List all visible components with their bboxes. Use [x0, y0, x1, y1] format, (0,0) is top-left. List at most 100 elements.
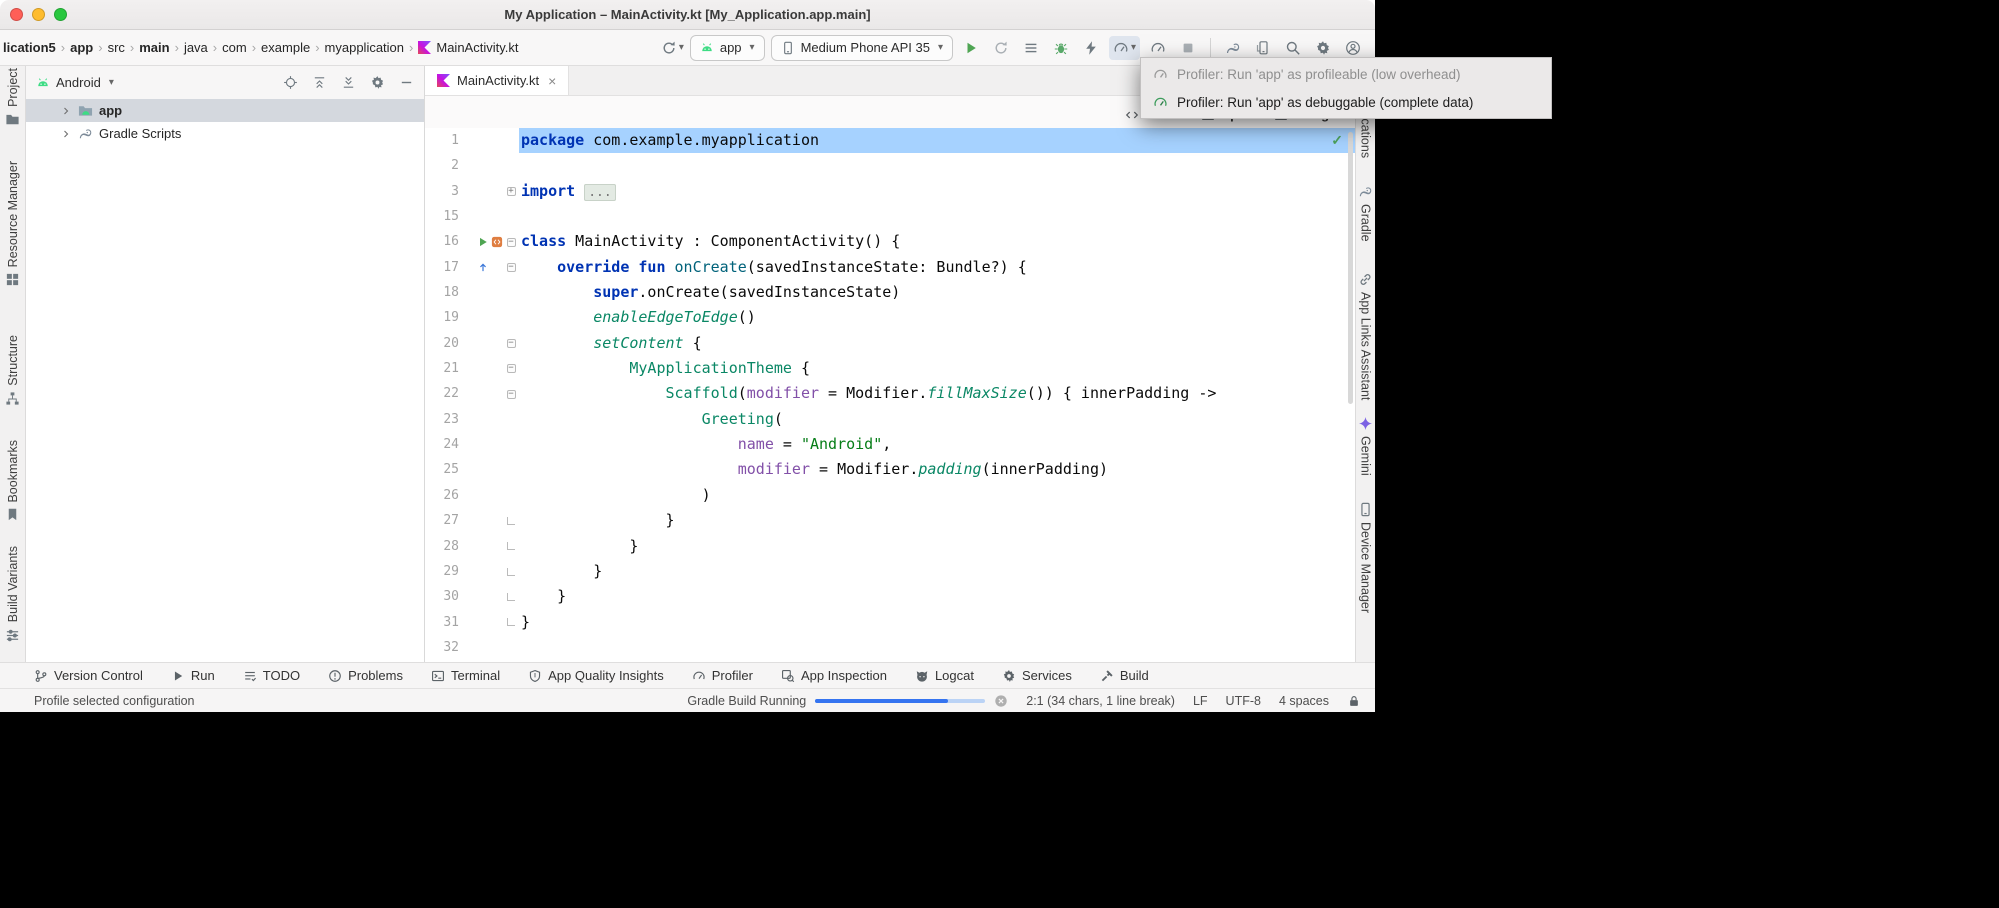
fold-end-icon[interactable]	[507, 516, 515, 525]
fold-toggle-icon[interactable]: −	[506, 261, 516, 272]
editor-scrollbar[interactable]	[1348, 132, 1353, 404]
tool-window-button-problems[interactable]: Problems	[328, 668, 403, 683]
indent-widget[interactable]: 4 spaces	[1278, 693, 1329, 708]
ide-settings-button[interactable]	[1311, 36, 1335, 60]
code-text[interactable]: name = "Android",	[737, 435, 892, 454]
run-button[interactable]	[959, 36, 983, 60]
override-gutter-icon[interactable]	[477, 261, 489, 273]
fold-toggle-icon[interactable]: −	[506, 363, 516, 374]
fold-toggle-icon[interactable]: −	[506, 388, 516, 399]
tool-window-button-todo[interactable]: TODO	[243, 668, 300, 683]
fold-toggle-icon[interactable]: −	[506, 337, 516, 348]
close-tab-icon[interactable]: ×	[548, 72, 557, 89]
minimize-window-button[interactable]	[32, 8, 45, 21]
code-text[interactable]: MyApplicationTheme {	[629, 359, 810, 378]
tool-stripe-structure[interactable]: Structure	[5, 335, 20, 406]
code-text[interactable]: override fun onCreate(savedInstanceState…	[557, 257, 1027, 276]
code-text[interactable]	[519, 204, 1355, 229]
tool-window-button-version-control[interactable]: Version Control	[34, 668, 143, 683]
code-text[interactable]: Greeting(	[701, 409, 783, 428]
fold-end-icon[interactable]	[507, 592, 515, 601]
tool-stripe-gradle[interactable]: Gradle	[1358, 184, 1373, 242]
tool-window-button-run[interactable]: Run	[171, 668, 215, 683]
account-avatar-button[interactable]	[1341, 36, 1365, 60]
code-text[interactable]: }	[521, 612, 531, 631]
code-text[interactable]: enableEdgeToEdge()	[593, 308, 756, 327]
debug-button[interactable]	[1049, 36, 1073, 60]
code-text[interactable]: }	[521, 561, 603, 580]
fold-end-icon[interactable]	[507, 618, 515, 627]
panel-settings-button[interactable]	[370, 75, 385, 90]
tool-window-button-app-quality-insights[interactable]: App Quality Insights	[528, 668, 664, 683]
code-text[interactable]: super.onCreate(savedInstanceState)	[593, 283, 901, 302]
chevron-right-icon[interactable]	[60, 128, 72, 140]
editor-tab-mainactivity[interactable]: MainActivity.kt ×	[425, 66, 570, 95]
code-text[interactable]: modifier = Modifier.padding(innerPadding…	[737, 460, 1109, 479]
tool-window-button-terminal[interactable]: Terminal	[431, 668, 500, 683]
code-text[interactable]: )	[521, 485, 711, 504]
profiler-menu-item[interactable]: Profiler: Run 'app' as profileable (low …	[1141, 60, 1551, 88]
breadcrumb-item[interactable]: main	[139, 40, 170, 55]
breadcrumb-item[interactable]: app	[70, 40, 94, 55]
breadcrumb-item[interactable]: MainActivity.kt	[417, 40, 519, 55]
chevron-right-icon[interactable]	[60, 105, 72, 117]
code-text[interactable]	[519, 635, 1355, 660]
fold-end-icon[interactable]	[507, 567, 515, 576]
run-gutter-icon[interactable]	[477, 236, 489, 248]
fold-end-icon[interactable]	[507, 542, 515, 551]
line-separator-widget[interactable]: LF	[1192, 693, 1208, 708]
fold-toggle-icon[interactable]: +	[506, 185, 516, 196]
tool-window-button-app-inspection[interactable]: App Inspection	[781, 668, 887, 683]
tool-window-button-profiler[interactable]: Profiler	[692, 668, 753, 683]
code-text[interactable]	[519, 153, 1355, 178]
stop-button[interactable]	[1176, 36, 1200, 60]
code-text[interactable]: }	[521, 587, 567, 606]
breadcrumb-item[interactable]: com	[222, 40, 247, 55]
tool-stripe-gemini[interactable]: Gemini	[1358, 416, 1373, 476]
hide-panel-button[interactable]	[399, 75, 414, 90]
apply-changes-button[interactable]	[1079, 36, 1103, 60]
breadcrumb-item[interactable]: myapplication	[324, 40, 405, 55]
run-config-select[interactable]: app ▾	[689, 34, 765, 61]
caret-position-widget[interactable]: 2:1 (34 chars, 1 line break)	[1026, 693, 1175, 708]
fold-toggle-icon[interactable]: −	[506, 236, 516, 247]
code-text[interactable]: Scaffold(modifier = Modifier.fillMaxSize…	[665, 384, 1217, 403]
rerun-button[interactable]	[989, 36, 1013, 60]
device-manager-button[interactable]	[1251, 36, 1275, 60]
tool-window-button-build[interactable]: Build	[1100, 668, 1149, 683]
code-text[interactable]: class MainActivity : ComponentActivity()…	[521, 232, 901, 251]
breadcrumb-item[interactable]: example	[261, 40, 311, 55]
encoding-widget[interactable]: UTF-8	[1225, 693, 1261, 708]
breadcrumb-item[interactable]: lication5	[3, 40, 56, 55]
tool-stripe-app-links-assistant[interactable]: App Links Assistant	[1358, 272, 1373, 400]
code-text[interactable]: }	[521, 536, 639, 555]
inspections-ok-icon[interactable]: ✓	[1331, 132, 1343, 148]
tool-stripe-device-manager[interactable]: Device Manager	[1358, 502, 1373, 613]
lock-icon[interactable]	[1347, 694, 1361, 708]
code-text[interactable]: setContent {	[593, 333, 702, 352]
breadcrumb-item[interactable]: java	[183, 40, 208, 55]
sync-run-config-button[interactable]: ▾	[661, 40, 684, 56]
tool-window-button-services[interactable]: Services	[1002, 668, 1072, 683]
close-window-button[interactable]	[10, 8, 23, 21]
tool-stripe-project[interactable]: Project	[5, 68, 20, 127]
tool-stripe-bookmarks[interactable]: Bookmarks	[5, 440, 20, 523]
search-everywhere-button[interactable]	[1281, 36, 1305, 60]
profiler-button[interactable]: ▾	[1108, 35, 1140, 60]
compose-gutter-icon[interactable]	[491, 236, 503, 248]
code-text[interactable]: import ...	[519, 179, 1355, 204]
zoom-window-button[interactable]	[54, 8, 67, 21]
tree-item-gradle-scripts[interactable]: Gradle Scripts	[26, 122, 424, 145]
breadcrumb-item[interactable]: src	[107, 40, 125, 55]
code-text[interactable]: package com.example.myapplication	[519, 128, 1355, 154]
locate-file-button[interactable]	[283, 75, 298, 90]
project-view-selector[interactable]: Android	[56, 75, 101, 90]
code-text[interactable]: }	[521, 511, 675, 530]
run-dashboard-button[interactable]	[1019, 36, 1043, 60]
cancel-build-button[interactable]	[994, 694, 1008, 708]
sync-gradle-button[interactable]	[1221, 36, 1245, 60]
tool-stripe-resource-manager[interactable]: Resource Manager	[5, 161, 20, 287]
collapse-all-button[interactable]	[341, 75, 356, 90]
profiler-menu-item[interactable]: Profiler: Run 'app' as debuggable (compl…	[1141, 88, 1551, 116]
attach-profiler-button[interactable]	[1146, 36, 1170, 60]
